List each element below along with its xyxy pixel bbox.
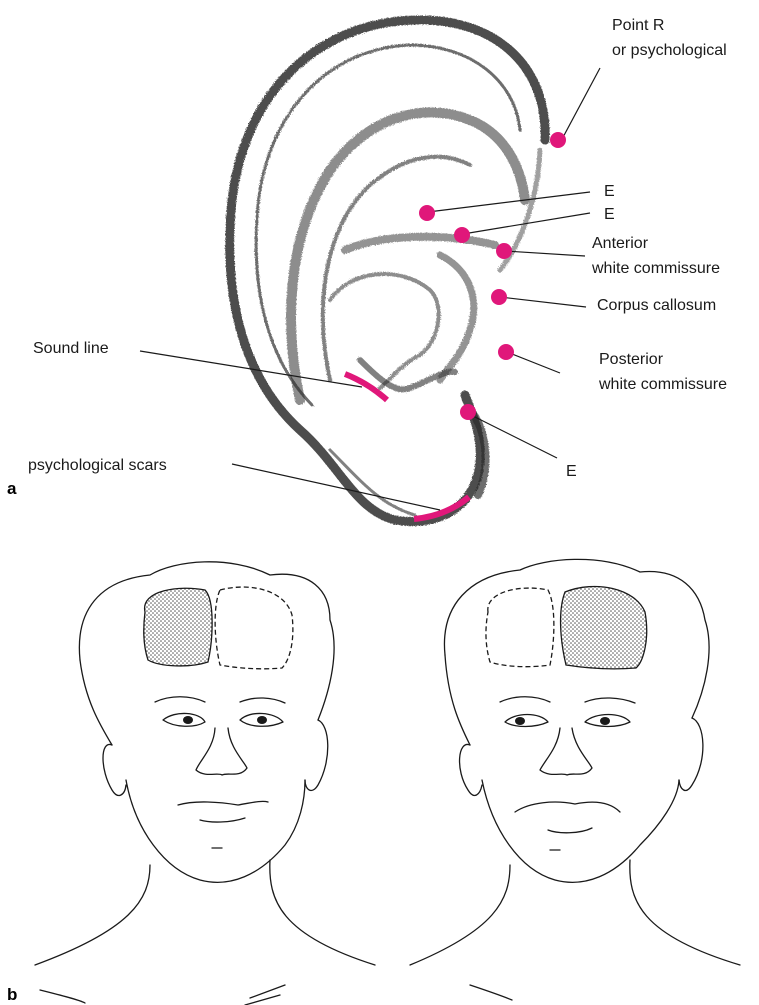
left-face-drawing bbox=[35, 562, 375, 1005]
label-scars: psychological scars bbox=[28, 457, 167, 474]
label-anterior-1: Anterior bbox=[592, 235, 649, 252]
label-anterior-2: white commissure bbox=[591, 260, 720, 277]
right-face-patch-shaded bbox=[561, 586, 647, 668]
point-r-dot bbox=[550, 132, 566, 148]
posterior-dot bbox=[498, 344, 514, 360]
left-face-patch-shaded bbox=[144, 588, 212, 666]
panel-label-a: a bbox=[7, 479, 17, 498]
label-corpus: Corpus callosum bbox=[597, 297, 716, 314]
leader-anterior bbox=[505, 251, 585, 256]
label-posterior-1: Posterior bbox=[599, 351, 664, 368]
right-face-drawing bbox=[410, 559, 740, 1000]
label-e1: E bbox=[604, 183, 615, 200]
label-e3: E bbox=[566, 463, 577, 480]
ear-illustration bbox=[230, 20, 545, 522]
anterior-dot bbox=[496, 243, 512, 259]
leader-corpus bbox=[500, 297, 586, 307]
label-e2: E bbox=[604, 206, 615, 223]
leader-point-r bbox=[561, 68, 600, 141]
e2-dot bbox=[454, 227, 470, 243]
label-posterior-2: white commissure bbox=[598, 376, 727, 393]
right-face-patch-dashed bbox=[486, 588, 554, 667]
label-point-r-2: or psychological bbox=[612, 42, 727, 59]
e3-dot bbox=[460, 404, 476, 420]
leader-e1 bbox=[428, 192, 590, 212]
label-point-r-1: Point R bbox=[612, 17, 664, 34]
corpus-dot bbox=[491, 289, 507, 305]
panel-label-b: b bbox=[7, 985, 17, 1004]
e1-dot bbox=[419, 205, 435, 221]
label-sound-line: Sound line bbox=[33, 340, 109, 357]
left-face-patch-dashed bbox=[215, 587, 293, 669]
leader-posterior bbox=[507, 352, 560, 373]
